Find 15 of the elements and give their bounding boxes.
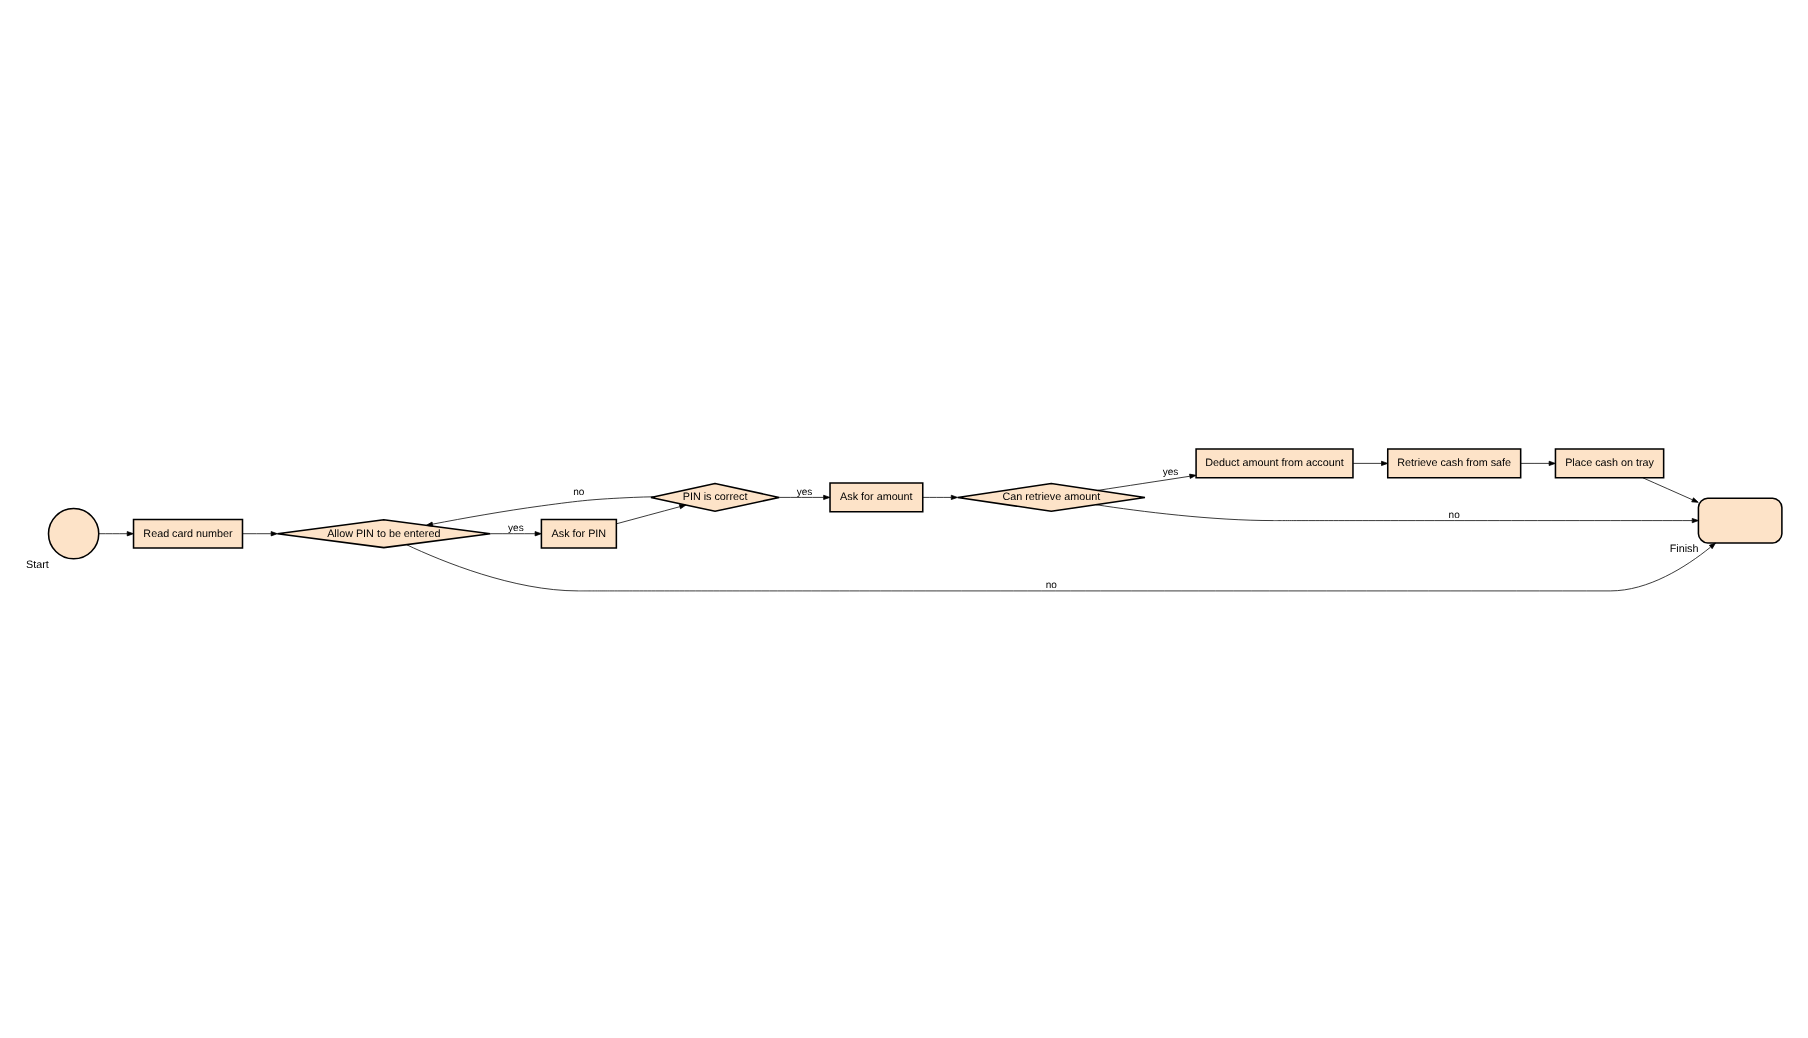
arrow [1520,459,1556,465]
node-circle [47,506,100,559]
arrow [426,495,655,526]
arrow [98,530,134,536]
arrow [1642,476,1699,502]
arrow [490,530,542,536]
node-oval [1697,496,1783,543]
arrow [778,493,831,499]
arrow [406,541,1716,591]
arrow [922,493,958,499]
arrow [1095,503,1699,523]
arrow [242,530,278,536]
arrow [1352,459,1389,465]
arrow [616,503,687,524]
arrow [1097,472,1197,490]
